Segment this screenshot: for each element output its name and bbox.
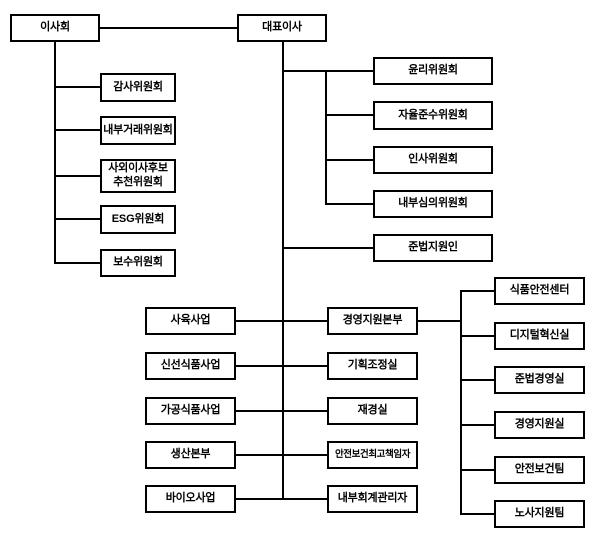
connector-branch-food-safety — [460, 290, 494, 292]
connector-branch-internal-review — [325, 203, 373, 205]
connector-branch-ethics — [282, 70, 373, 72]
node-personnel-committee: 인사위원회 — [373, 146, 493, 174]
node-esg-committee: ESG위원회 — [100, 205, 176, 234]
node-fresh-food-business: 신선식품사업 — [145, 352, 236, 380]
connector-branch-compensation — [54, 262, 100, 264]
connector-row-production — [236, 454, 327, 456]
node-food-safety-center: 식품안전센터 — [494, 277, 585, 305]
node-compliance-officer: 준법지원인 — [373, 234, 493, 262]
connector-branch-digital-innovation — [460, 335, 494, 337]
node-outside-director-nomination-committee: 사외이사후보 추천위원회 — [100, 159, 176, 193]
node-finance-office: 재경실 — [327, 397, 418, 425]
connector-right-vertical — [460, 290, 462, 515]
node-audit-committee: 감사위원회 — [100, 73, 176, 102]
node-ethics-committee: 윤리위원회 — [373, 57, 493, 85]
node-labor-support-team: 노사지원팀 — [494, 500, 585, 528]
node-management-support-hq: 경영지원본부 — [327, 307, 418, 335]
node-ceo: 대표이사 — [237, 14, 327, 42]
connector-branch-outside-director — [54, 175, 100, 177]
node-planning-coordination-office: 기획조정실 — [327, 352, 418, 380]
node-digital-innovation-office: 디지털혁신실 — [494, 322, 585, 350]
connector-branch-safety-team — [460, 469, 494, 471]
node-processed-food-business: 가공식품사업 — [145, 397, 236, 425]
node-safety-health-team: 안전보건팀 — [494, 456, 585, 484]
connector-branch-mgmt-support-office — [460, 424, 494, 426]
connector-branch-internal-trade — [54, 129, 100, 131]
node-internal-accounting-manager: 내부회계관리자 — [327, 485, 418, 513]
node-board-of-directors: 이사회 — [10, 14, 100, 42]
connector-row-fresh-food — [236, 365, 327, 367]
connector-row-bio — [236, 498, 327, 500]
connector-branch-compliance-mgmt — [460, 379, 494, 381]
connector-ceo-vertical — [282, 42, 284, 500]
node-production-hq: 생산본부 — [145, 441, 236, 469]
connector-mgmt-support-to-right — [418, 320, 462, 322]
connector-board-vertical — [54, 42, 56, 264]
node-voluntary-compliance-committee: 자율준수위원회 — [373, 101, 493, 130]
connector-row-processed-food — [236, 410, 327, 412]
node-internal-transactions-committee: 내부거래위원회 — [100, 116, 176, 145]
node-chief-safety-health-officer: 안전보건최고책임자 — [327, 441, 418, 469]
connector-branch-esg — [54, 218, 100, 220]
node-livestock-business: 사육사업 — [145, 307, 236, 335]
connector-branch-audit — [54, 86, 100, 88]
connector-board-to-ceo — [100, 27, 237, 29]
node-compliance-management-office: 준법경영실 — [494, 366, 585, 394]
node-internal-review-committee: 내부심의위원회 — [373, 190, 493, 218]
connector-branch-compliance-officer — [282, 247, 373, 249]
connector-committee-vertical — [325, 70, 327, 205]
node-bio-business: 바이오사업 — [145, 485, 236, 513]
connector-row-breeding — [236, 320, 327, 322]
node-compensation-committee: 보수위원회 — [100, 249, 176, 277]
connector-branch-personnel — [325, 159, 373, 161]
node-management-support-office: 경영지원실 — [494, 411, 585, 439]
connector-branch-voluntary-compliance — [325, 114, 373, 116]
connector-branch-labor-team — [460, 513, 494, 515]
